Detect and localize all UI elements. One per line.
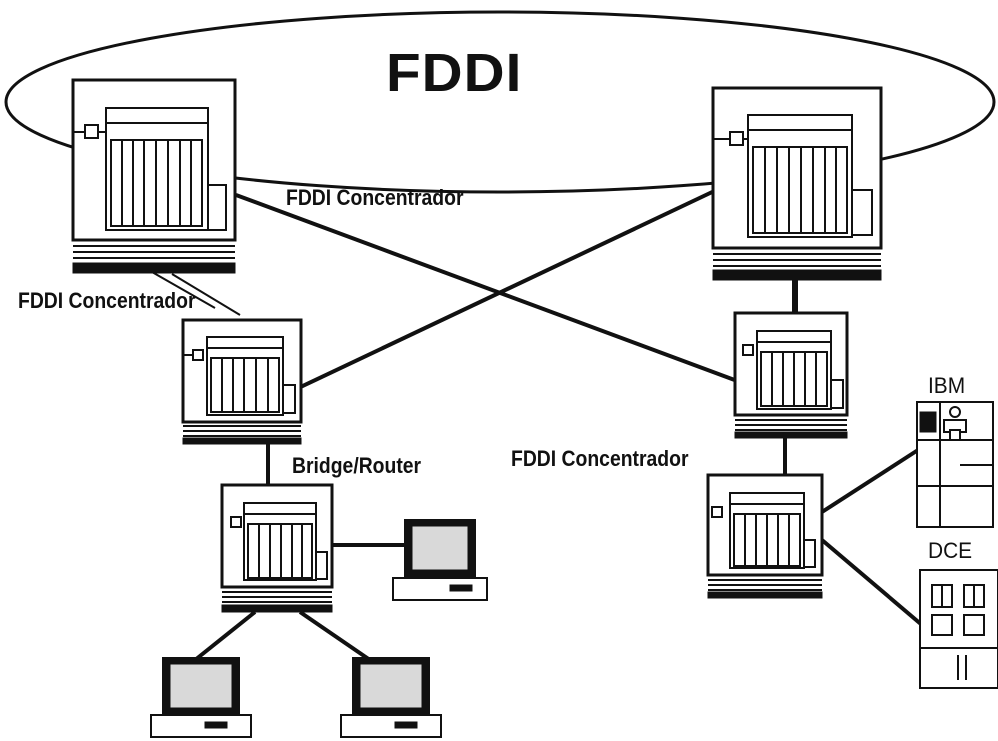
right-concentrator-label: FDDI Concentrador [511,446,689,471]
concentrator-left-mid [181,318,303,445]
workstation-right [392,519,488,601]
link-bridge-to-pc-center [298,610,372,662]
fddi-ring [4,10,996,194]
left-concentrator-label: FDDI Concentrador [18,288,196,313]
connections [151,183,924,662]
link-ring-left-to-right-mid [235,193,741,384]
link-ring-right-to-left-mid [289,183,728,394]
top-concentrator-label: FDDI Concentrador [286,185,464,210]
concentrator-right-low [706,473,824,599]
concentrator-top-right [711,86,883,281]
fddi-ring-label: FDDI [386,43,523,103]
bridge-router-label: Bridge/Router [292,453,422,478]
workstation-bottom-left [150,657,252,738]
link-right-low-to-ibm [820,448,920,514]
link-left-ring-to-left-mid-a [151,271,216,309]
bridge-router-device [220,483,334,613]
concentrator-top-left [71,78,237,274]
ibm-label: IBM [928,373,966,398]
link-left-ring-to-left-mid-b [171,273,241,316]
dce-device [919,569,998,689]
ibm-mainframe [916,401,994,528]
link-bridge-to-pc-left [193,610,257,662]
concentrator-right-mid [733,311,849,439]
link-right-low-to-dce [820,538,924,627]
dce-label: DCE [928,538,973,563]
workstation-bottom-center [340,657,442,738]
